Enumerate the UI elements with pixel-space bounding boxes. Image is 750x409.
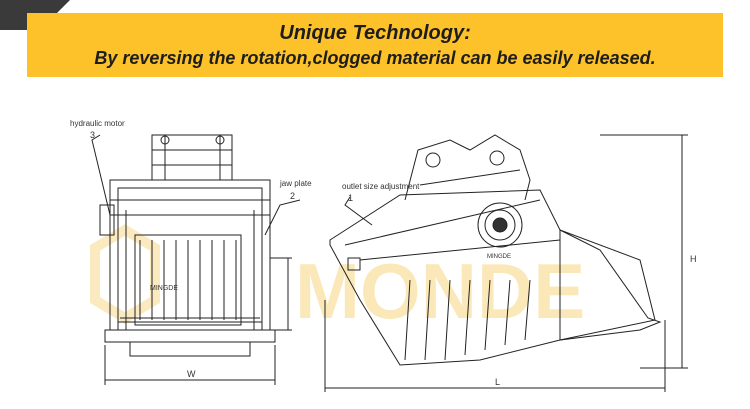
- label-brand-side: MINGDE: [487, 254, 511, 260]
- dim-l-label: L: [495, 377, 500, 387]
- label-brand-front: MINGDE: [150, 285, 178, 292]
- banner-title: Unique Technology:: [279, 22, 471, 44]
- headline-banner: Unique Technology: By reversing the rota…: [27, 13, 723, 77]
- banner-subtitle: By reversing the rotation,clogged materi…: [94, 48, 656, 68]
- label-outlet-adjustment: outlet size adjustment: [342, 182, 420, 191]
- label-hydraulic-motor: hydraulic motor: [70, 119, 125, 128]
- label-jaw-plate: jaw plate: [279, 179, 312, 188]
- front-view: [91, 134, 301, 385]
- label-jaw-number: 2: [290, 191, 295, 201]
- label-outlet-number: 1: [348, 193, 353, 203]
- label-motor-number: 3: [90, 130, 95, 140]
- dim-h-label: H: [690, 254, 697, 264]
- side-view: [324, 134, 688, 392]
- watermark-logo: [90, 224, 160, 324]
- dim-w-label: W: [187, 369, 196, 379]
- watermark-text: MONDE: [295, 247, 585, 335]
